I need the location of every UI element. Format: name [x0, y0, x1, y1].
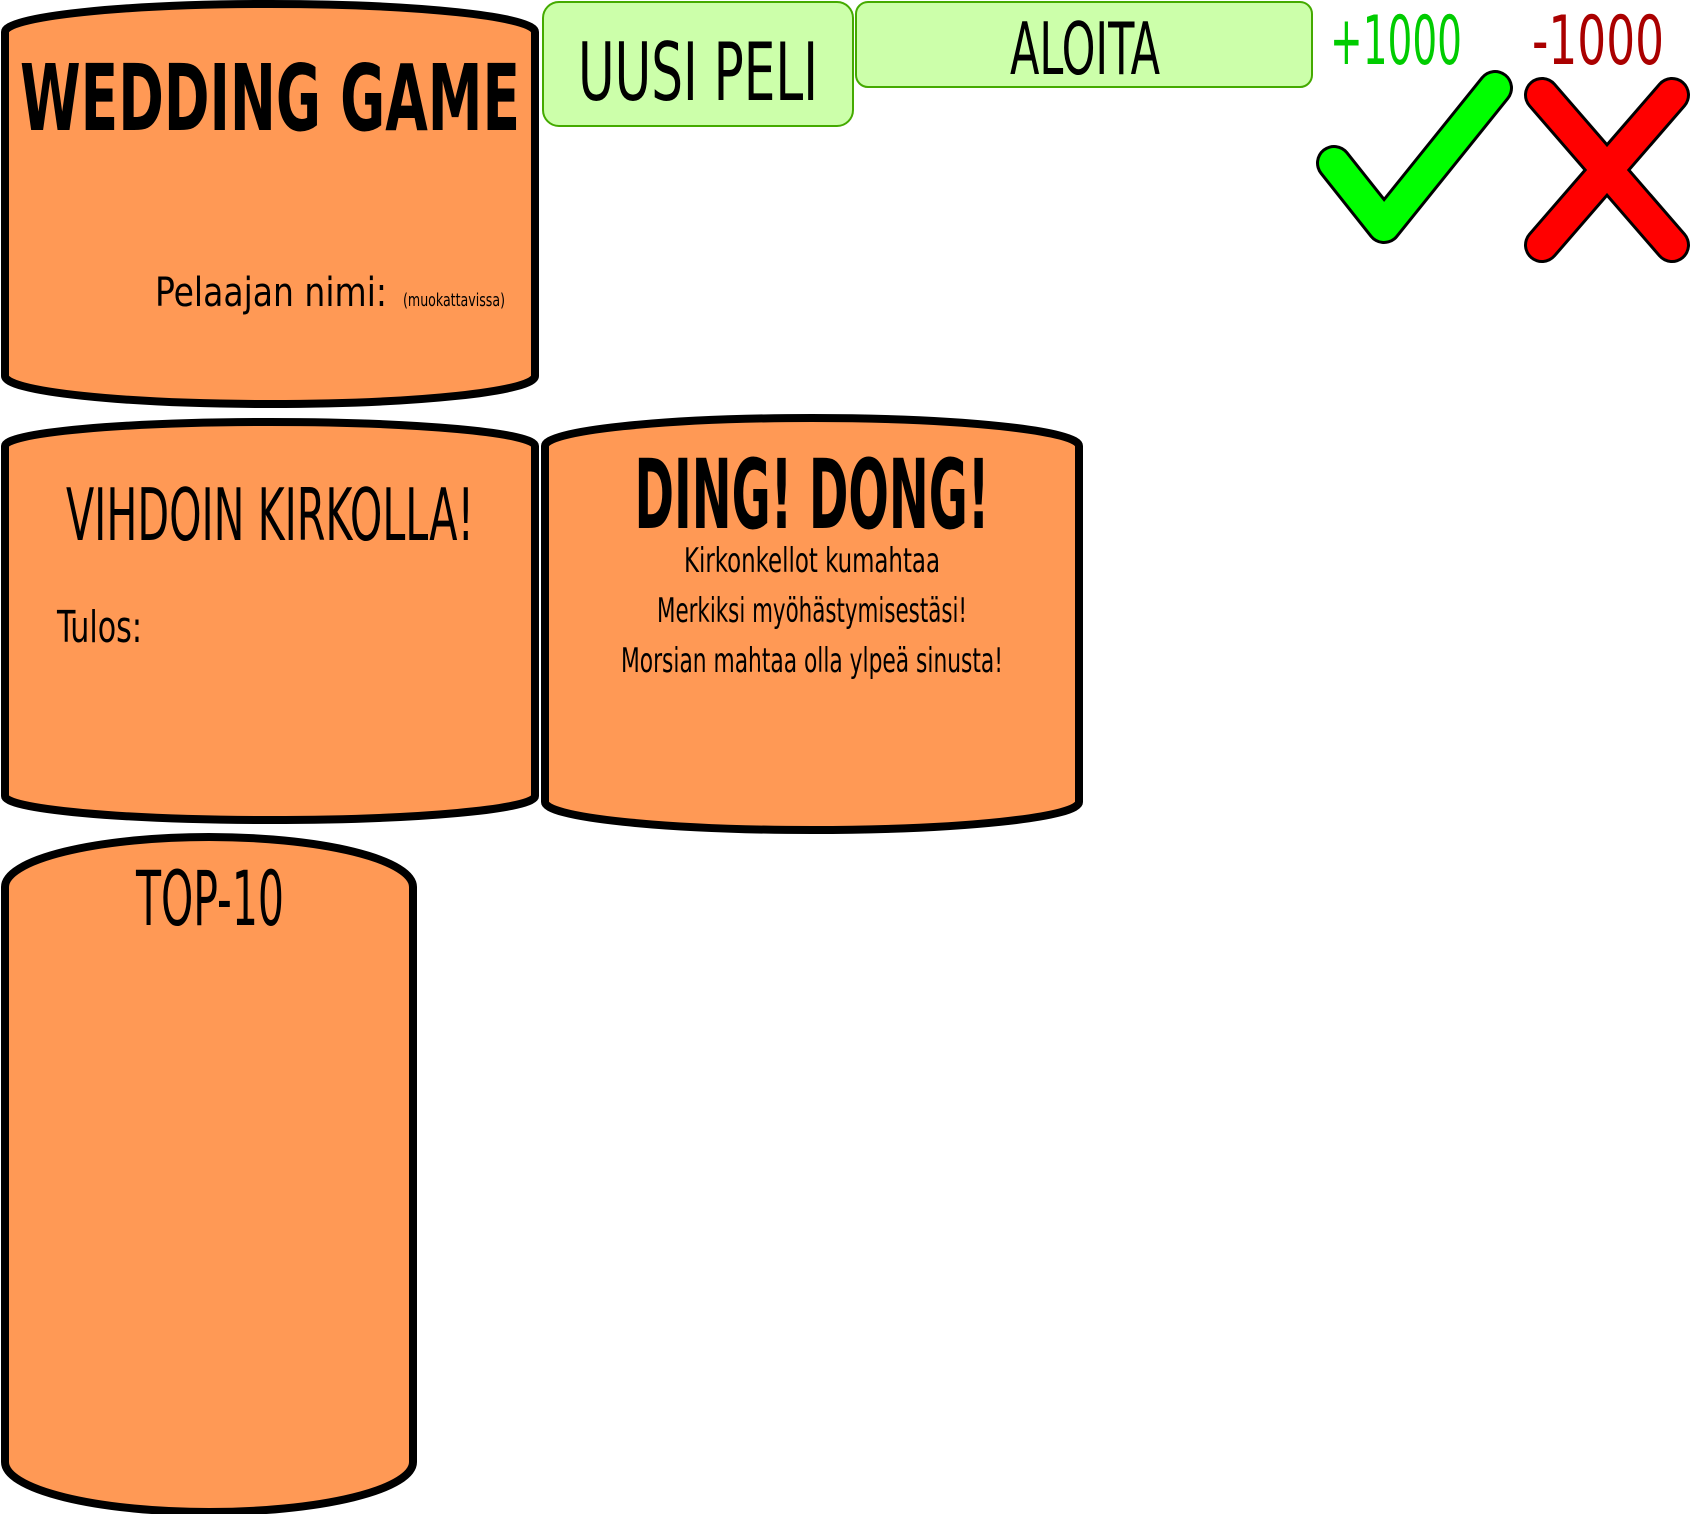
title-panel: WEDDING GAME Pelaajan nimi: (muokattavis…	[1, 0, 539, 408]
new-game-button-label[interactable]: UUSI PELI	[578, 26, 818, 119]
minus-score-label: -1000	[1532, 2, 1664, 81]
game-title: WEDDING GAME	[20, 45, 520, 152]
leaderboard-panel-shape	[1, 833, 417, 1514]
leaderboard-title: TOP-10	[135, 854, 284, 943]
message-panel-shape	[541, 414, 1083, 834]
player-name-label: Pelaajan nimi:	[155, 270, 387, 316]
message-line: Kirkonkellot kumahtaa	[684, 541, 940, 581]
plus-score-label: +1000	[1330, 2, 1462, 81]
start-button[interactable]: ALOITA	[855, 1, 1313, 91]
result-title: VIHDOIN KIRKOLLA!	[66, 473, 474, 557]
message-panel: DING! DONG! Kirkonkellot kumahtaa Merkik…	[541, 414, 1083, 834]
result-panel: VIHDOIN KIRKOLLA! Tulos:	[1, 418, 539, 824]
result-panel-shape	[1, 418, 539, 824]
message-line: Morsian mahtaa olla ylpeä sinusta!	[621, 641, 1003, 681]
check-icon-fill[interactable]	[1319, 73, 1510, 241]
start-button-bg[interactable]	[855, 1, 1313, 88]
cross-icon-fill-b[interactable]	[1527, 80, 1687, 260]
message-title: DING! DONG!	[635, 439, 990, 551]
new-game-button-bg[interactable]	[542, 1, 854, 127]
leaderboard-panel: TOP-10	[1, 833, 417, 1514]
new-game-button[interactable]: UUSI PELI	[542, 1, 854, 127]
start-button-label[interactable]: ALOITA	[1010, 7, 1160, 91]
message-line: Merkiksi myöhästymisestäsi!	[657, 591, 967, 631]
player-name-note: (muokattavissa)	[403, 290, 505, 311]
title-panel-shape	[1, 0, 539, 408]
cross-icon[interactable]	[1524, 77, 1690, 263]
score-label: Tulos:	[56, 602, 142, 653]
check-icon[interactable]	[1316, 70, 1513, 244]
